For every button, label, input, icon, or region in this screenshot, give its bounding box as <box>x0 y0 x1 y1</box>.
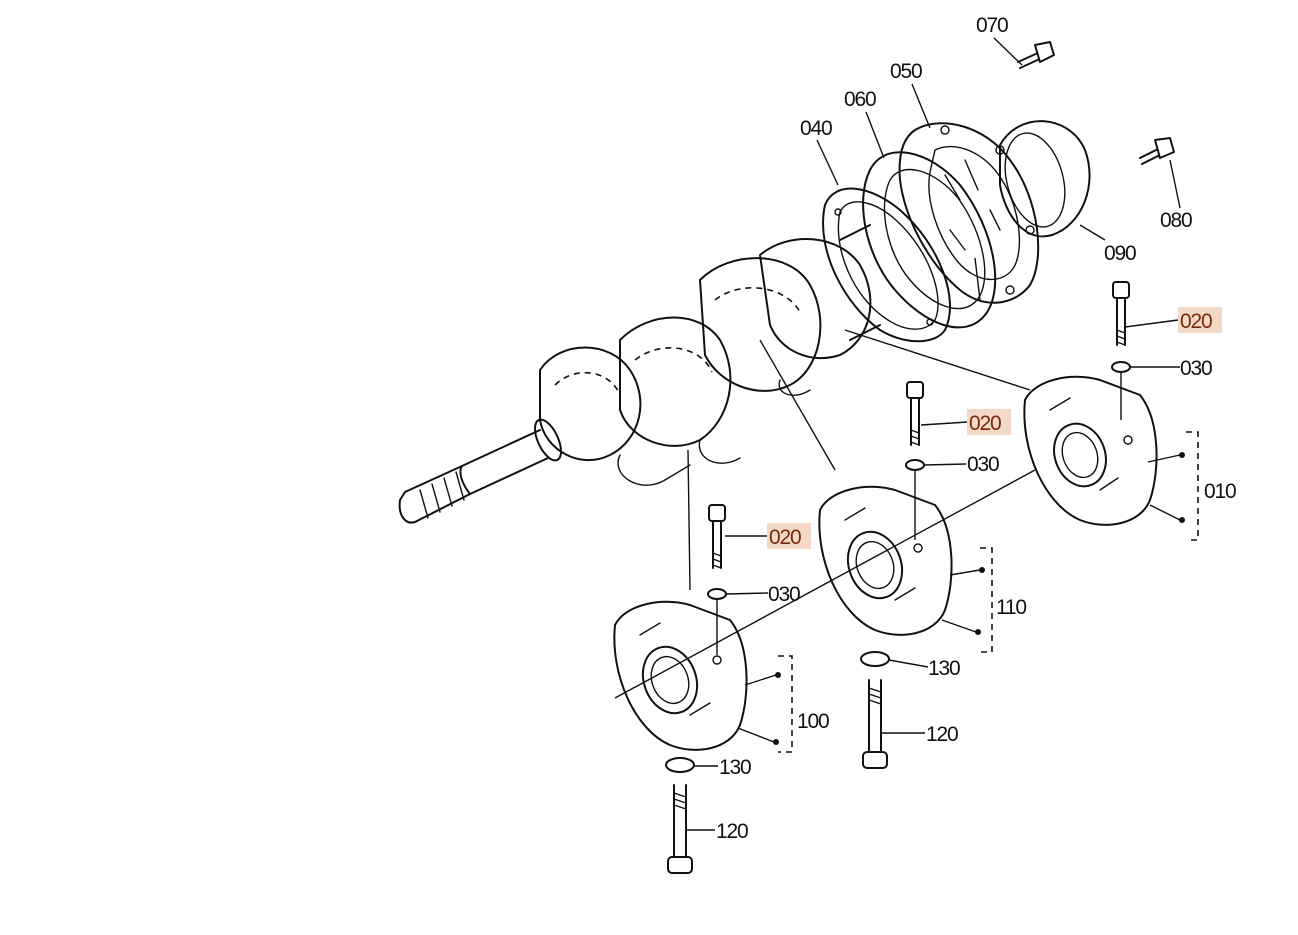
label-020-a: 020 <box>769 526 801 549</box>
bolt-070 <box>1017 41 1055 69</box>
label-080: 080 <box>1160 209 1192 232</box>
label-030-c: 030 <box>1180 357 1212 380</box>
part-labels: 070 050 060 040 080 090 020 030 010 020 … <box>716 14 1237 843</box>
highlight-020-c <box>1178 307 1222 333</box>
label-120-b: 120 <box>926 723 958 746</box>
washer-030-b <box>905 459 925 471</box>
washer-130-b <box>860 651 890 667</box>
bolt-020-a <box>708 504 726 569</box>
label-120-a: 120 <box>716 820 748 843</box>
bearing-case-110 <box>818 486 953 636</box>
oil-seal-090 <box>999 120 1091 238</box>
label-010: 010 <box>1204 480 1236 503</box>
label-130-a: 130 <box>719 756 751 779</box>
bearing-case-010 <box>1023 376 1158 526</box>
gasket-040 <box>822 187 951 343</box>
washer-030-c <box>1111 361 1131 373</box>
bolt-120-b <box>862 679 888 769</box>
housing-050 <box>898 122 1040 304</box>
label-130-b: 130 <box>928 657 960 680</box>
bolt-080 <box>1139 137 1175 165</box>
bolt-020-c <box>1112 281 1130 346</box>
label-060: 060 <box>844 88 876 111</box>
washer-030-a <box>707 588 727 600</box>
label-030-b: 030 <box>967 453 999 476</box>
bearing-case-100 <box>613 601 748 751</box>
label-110: 110 <box>996 596 1026 619</box>
washer-130-a <box>665 757 695 773</box>
bracket-100 <box>737 655 793 753</box>
highlight-020-b <box>967 409 1011 435</box>
label-040: 040 <box>800 117 832 140</box>
label-090: 090 <box>1104 242 1136 265</box>
label-leaders <box>686 37 1181 831</box>
label-030-a: 030 <box>768 583 800 606</box>
crankshaft <box>398 224 881 524</box>
label-050: 050 <box>890 60 922 83</box>
label-020-c: 020 <box>1180 310 1212 333</box>
label-020-b: 020 <box>969 412 1001 435</box>
bracket-010 <box>1147 431 1199 541</box>
bolt-020-b <box>906 381 924 446</box>
label-100: 100 <box>797 710 829 733</box>
highlight-020-a <box>767 523 811 549</box>
label-070: 070 <box>976 14 1008 37</box>
bracket-110 <box>941 547 993 653</box>
bolt-120-a <box>667 784 693 874</box>
